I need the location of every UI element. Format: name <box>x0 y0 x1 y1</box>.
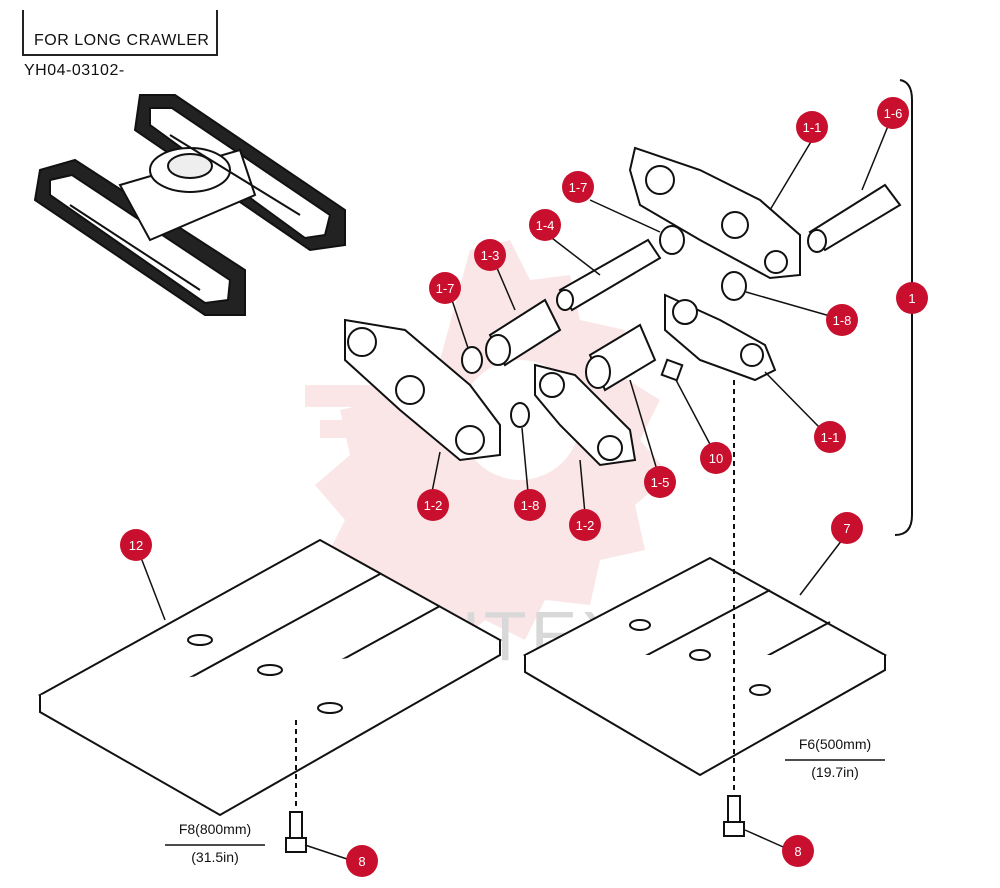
header-note-box: FOR LONG CRAWLER <box>22 10 218 56</box>
callout-label: 1-6 <box>884 106 903 121</box>
header-note: FOR LONG CRAWLER <box>34 32 210 49</box>
callout-label: 1-2 <box>424 498 443 513</box>
shoe-plate-500mm <box>522 556 888 777</box>
track-link-lower <box>664 293 777 382</box>
callout-badge[interactable]: 10 <box>700 442 732 474</box>
callout-label: 1-8 <box>521 498 540 513</box>
callout-label: 7 <box>843 521 850 536</box>
callout-badge[interactable]: 1-7 <box>429 272 461 304</box>
callout-label: 8 <box>358 854 365 869</box>
track-link-middle <box>534 363 637 467</box>
callout-badge[interactable]: 1-1 <box>796 111 828 143</box>
callout-label: 1 <box>908 291 915 306</box>
callout-label: 1-5 <box>651 475 670 490</box>
callout-label: 10 <box>709 451 723 466</box>
callout-label: 1-7 <box>569 180 588 195</box>
callout-badge[interactable]: 1-6 <box>877 97 909 129</box>
crawler-undercarriage-illustration <box>33 94 346 316</box>
callout-badge[interactable]: 1-2 <box>417 489 449 521</box>
callout-badge[interactable]: 1-5 <box>644 466 676 498</box>
shoe-plate-800mm <box>37 538 503 817</box>
callout-label: 1-8 <box>833 313 852 328</box>
dim-right-sub: (19.7in) <box>811 764 858 780</box>
callout-badge[interactable]: 1-3 <box>474 239 506 271</box>
callout-badge[interactable]: 1-4 <box>529 209 561 241</box>
callout-label: 12 <box>129 538 143 553</box>
callout-badge[interactable]: 1 <box>896 282 928 314</box>
part-code: YH04-03102- <box>24 62 125 79</box>
callout-label: 1-4 <box>536 218 555 233</box>
callout-badge[interactable]: 1-8 <box>514 489 546 521</box>
leader-lines <box>139 125 889 861</box>
track-link-left <box>344 318 501 462</box>
shoe-bolt-right <box>723 380 745 837</box>
callout-badge[interactable]: 7 <box>831 512 863 544</box>
callout-badge[interactable]: 12 <box>120 529 152 561</box>
callout-label: 1-2 <box>576 518 595 533</box>
track-pin <box>807 183 902 253</box>
callout-badge[interactable]: 1-7 <box>562 171 594 203</box>
bushings-and-washers <box>461 225 747 428</box>
callout-label: 1-1 <box>821 430 840 445</box>
track-link-upper <box>628 146 801 280</box>
callout-badge[interactable]: 8 <box>782 835 814 867</box>
callout-label: 8 <box>794 844 801 859</box>
callout-badge[interactable]: 8 <box>346 845 378 877</box>
callout-badge[interactable]: 1-8 <box>826 304 858 336</box>
dim-left-sub: (31.5in) <box>191 849 238 865</box>
callout-badge[interactable]: 1-2 <box>569 509 601 541</box>
dim-left-main: F8(800mm) <box>179 821 251 837</box>
callout-label: 1-7 <box>436 281 455 296</box>
callout-badge[interactable]: 1-1 <box>814 421 846 453</box>
callout-label: 1-1 <box>803 120 822 135</box>
dim-right-main: F6(500mm) <box>799 736 871 752</box>
callout-label: 1-3 <box>481 248 500 263</box>
shoe-bolt-left <box>285 720 307 853</box>
